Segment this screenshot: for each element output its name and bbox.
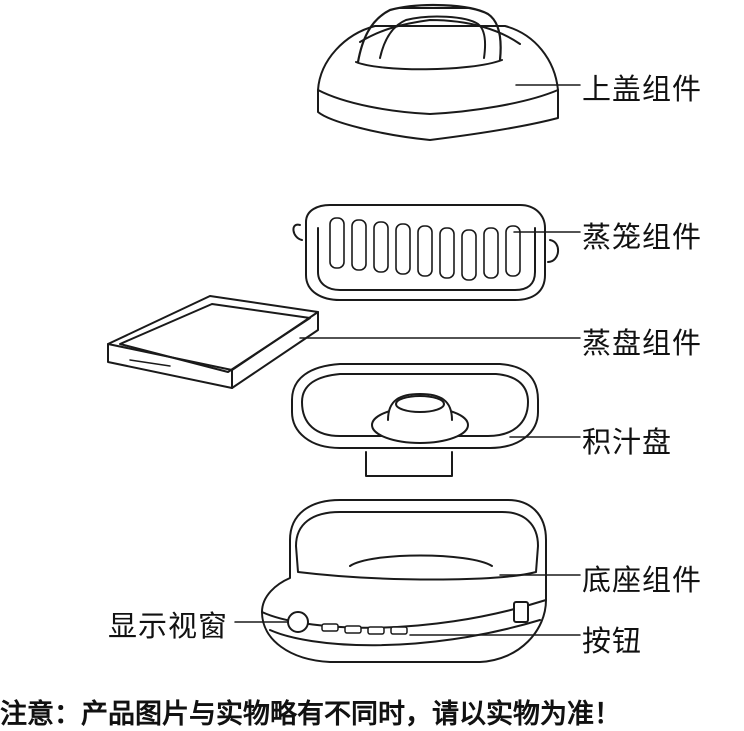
leader-lines	[234, 84, 581, 636]
label-base: 底座组件	[582, 563, 703, 597]
steamer-basket-illustration	[292, 204, 559, 301]
disclaimer-notice: 注意：产品图片与实物略有不同时，请以实物为准！	[0, 699, 621, 730]
label-drip-tray: 积汁盘	[582, 425, 673, 459]
drip-tray-illustration	[291, 363, 539, 477]
lid-illustration	[317, 4, 559, 141]
label-display-window: 显示视窗	[108, 609, 229, 643]
label-buttons: 按钮	[582, 624, 643, 658]
label-steamer-basket: 蒸笼组件	[582, 220, 703, 254]
label-steam-tray: 蒸盘组件	[582, 326, 703, 360]
base-illustration	[261, 499, 547, 663]
steam-tray-illustration	[107, 295, 319, 389]
label-lid: 上盖组件	[582, 72, 703, 106]
